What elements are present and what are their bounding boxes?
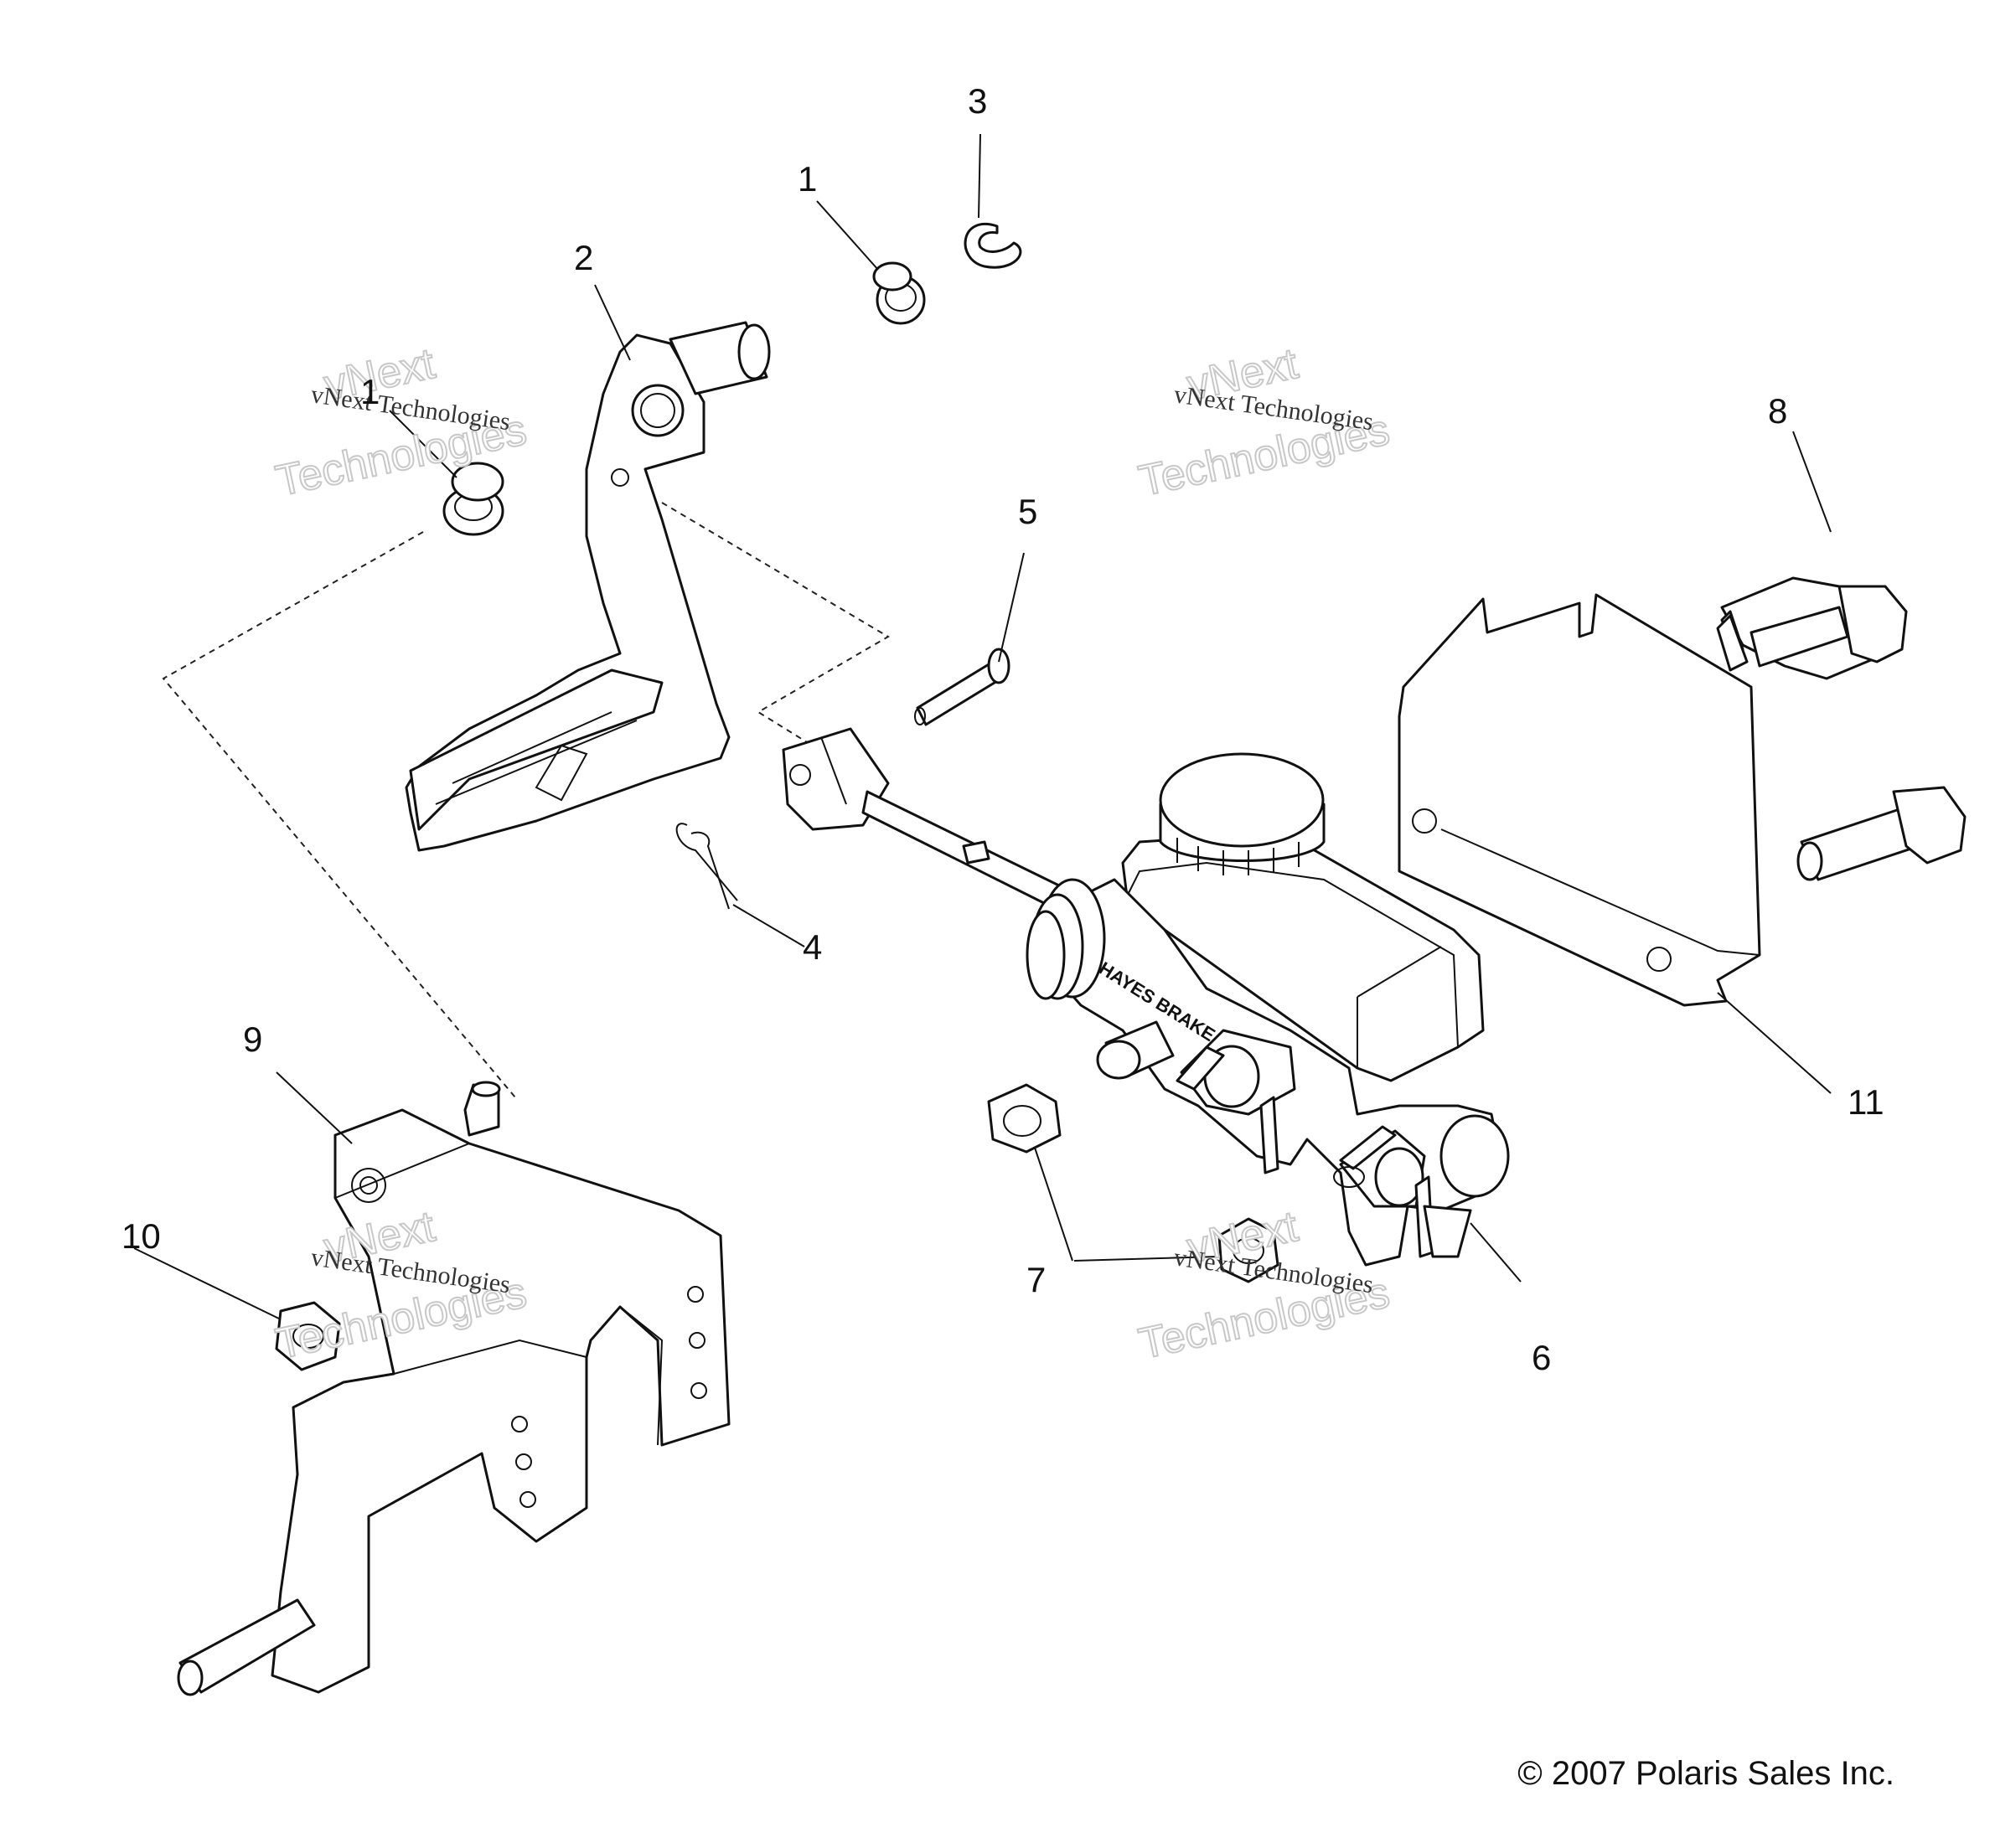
callout-5: 5 [1018,492,1037,531]
callout-8: 8 [1768,391,1787,431]
callout-2: 2 [574,238,593,277]
push-rod-clevis [782,727,1066,911]
part-4-cotter-pin [675,823,738,910]
callout-6: 6 [1532,1338,1551,1377]
callout-1-left: 1 [360,372,380,411]
part-8-bolt-lower [1796,786,1967,881]
leader-lines [133,133,1832,1320]
callout-3: 3 [968,81,987,121]
assembly-dashed-lines [162,502,890,1098]
part-8-bolt-upper [1716,576,1908,680]
part-5-clevis-pin [914,648,1010,726]
copyright-notice: © 2007 Polaris Sales Inc. [1517,1755,1894,1792]
callout-labels: 1 1 2 3 4 5 6 7 8 9 10 11 [121,81,1884,1377]
part-11-mount-plate [1398,593,1761,1007]
callout-1-top: 1 [798,159,817,199]
pedal-mount-bracket [177,1081,731,1696]
callout-11: 11 [1848,1082,1884,1122]
part-1-bushing-left [442,462,504,536]
part-7-nut-upper [987,1083,1062,1154]
part-7-nut-lower [1217,1217,1279,1283]
callout-9: 9 [243,1019,262,1059]
part-1-bushing-top [872,261,926,325]
callout-7: 7 [1026,1260,1046,1299]
callout-10: 10 [121,1216,161,1256]
brake-master-cylinder: HAYES BRAKE [1026,752,1510,1267]
part-10-nut [275,1301,341,1371]
brake-pedal [405,321,771,852]
part-3-e-clip [964,223,1022,269]
callout-4: 4 [803,927,822,967]
